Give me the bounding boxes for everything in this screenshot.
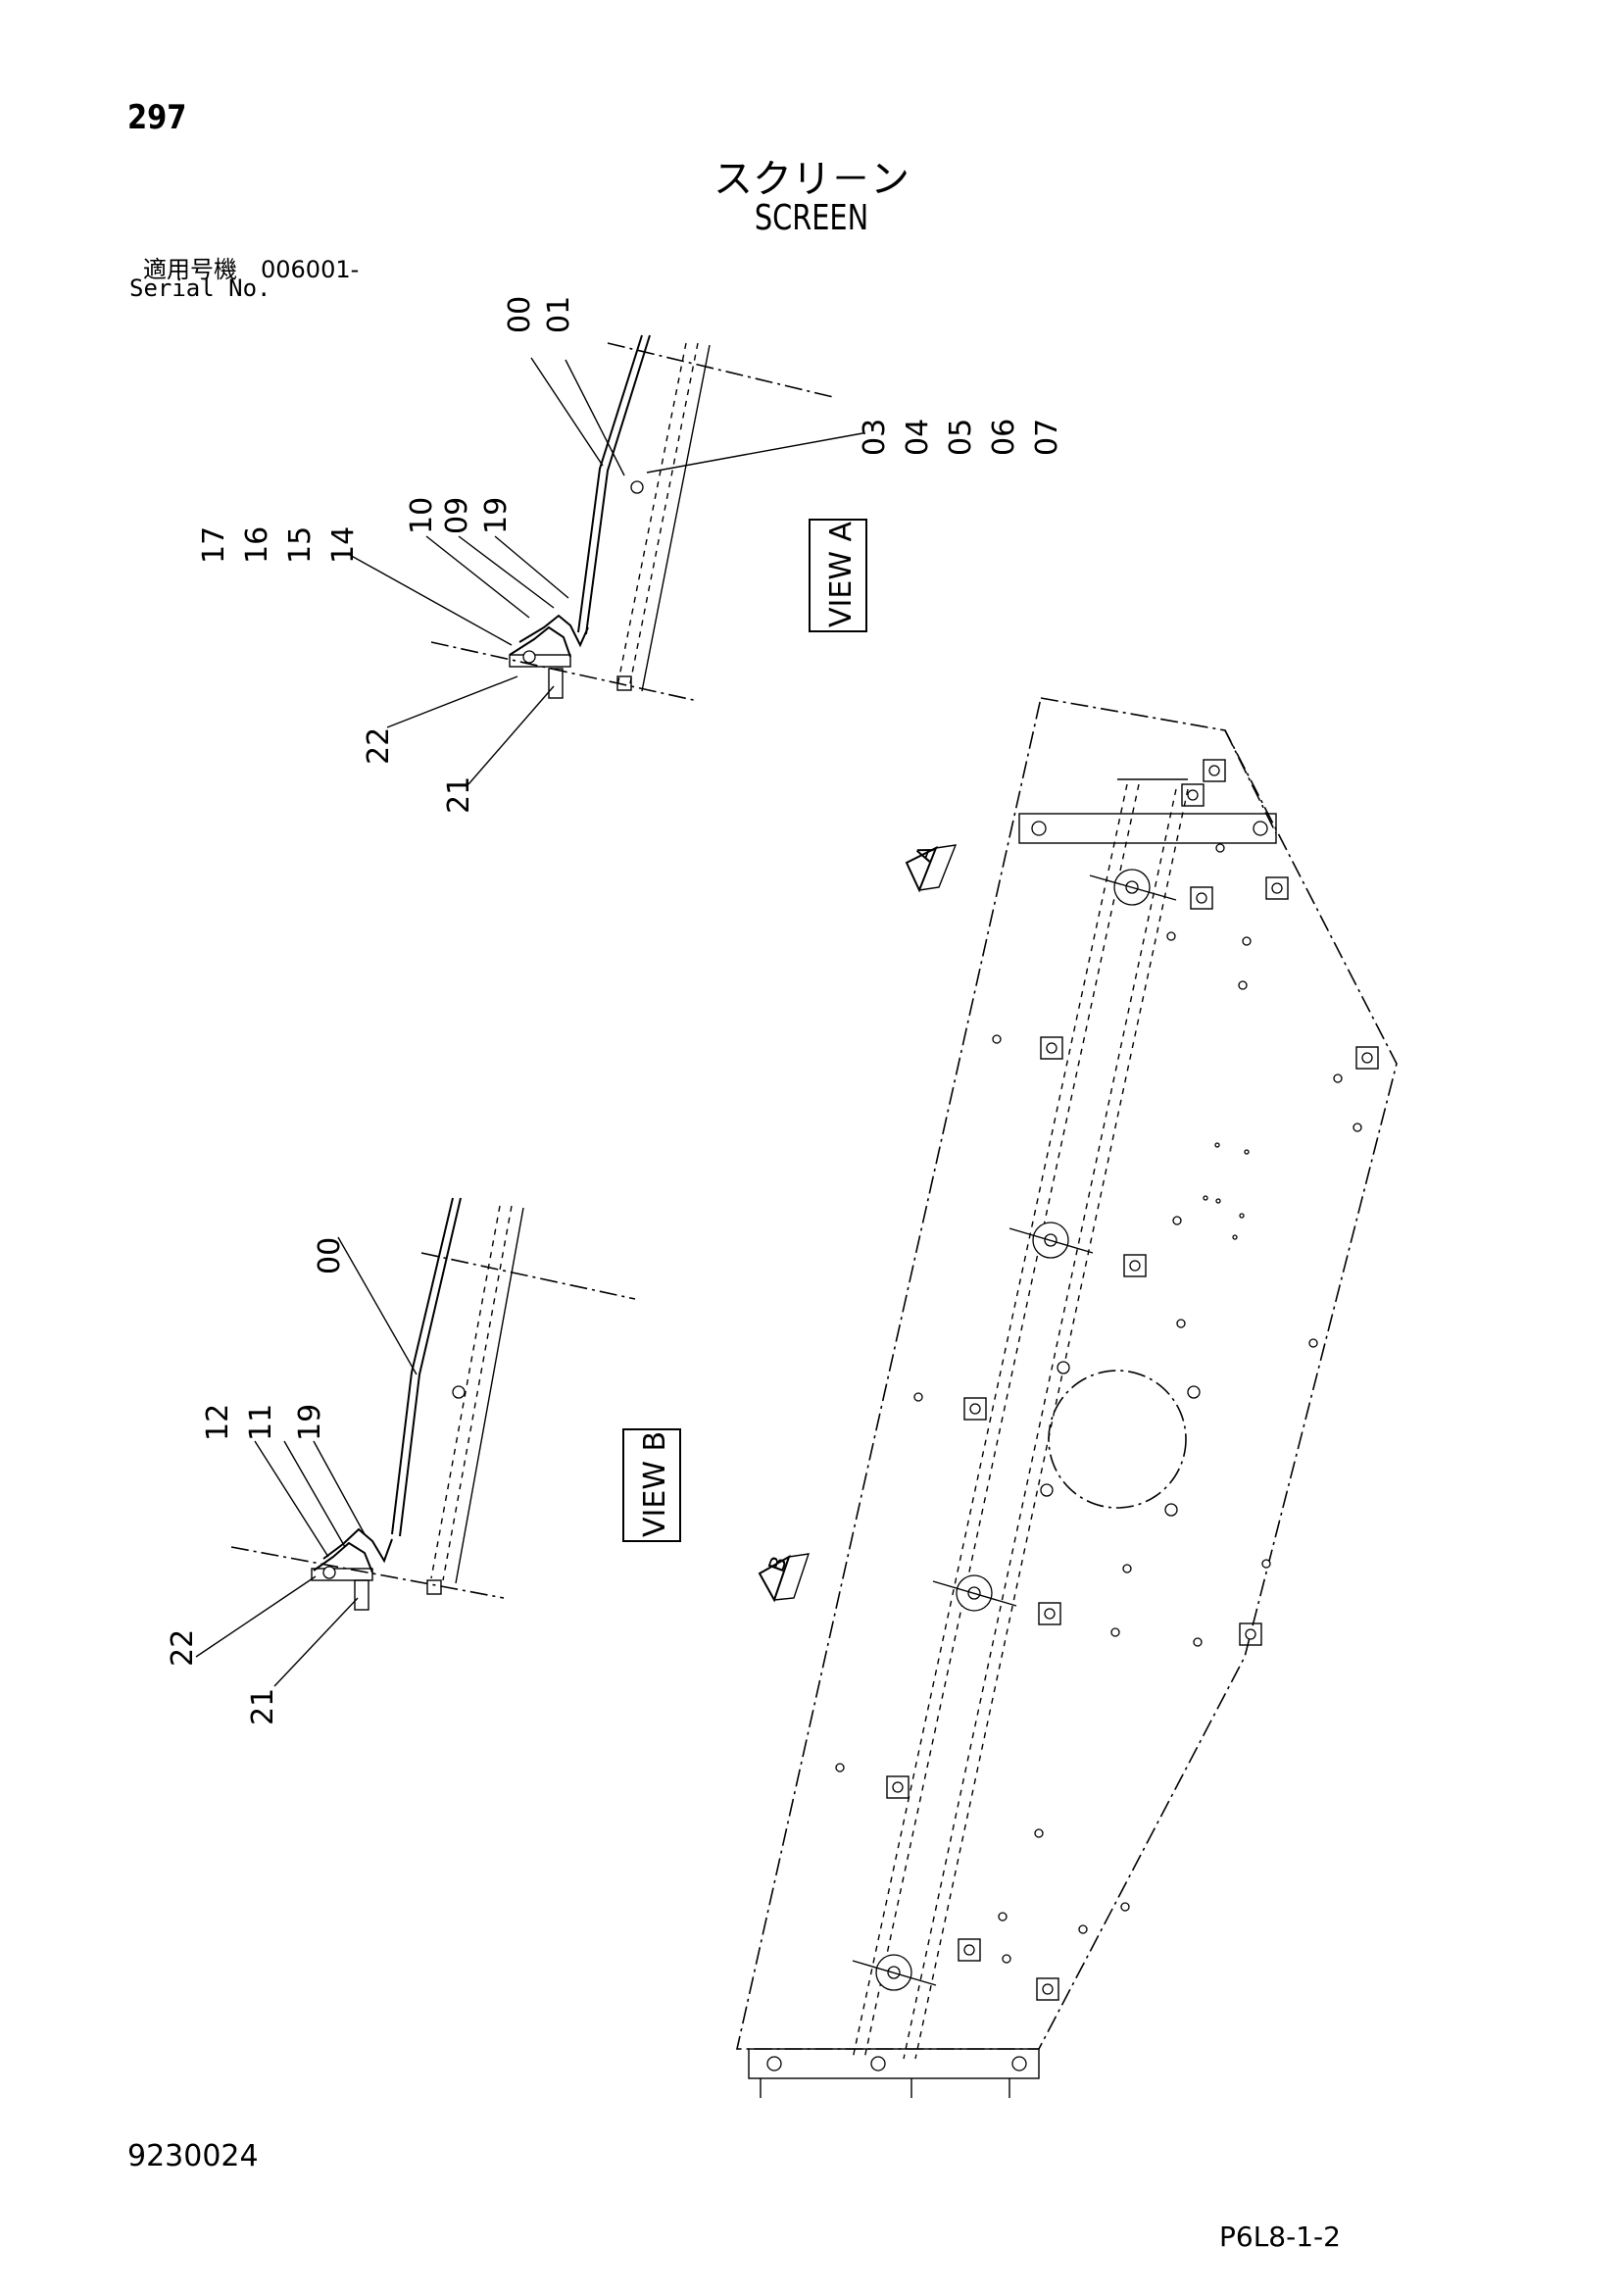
callout-a-05: 05 xyxy=(944,419,978,456)
screen-outline xyxy=(736,697,1398,2050)
callout-a-09: 09 xyxy=(440,497,474,534)
view-b-bracket xyxy=(322,1527,393,1564)
document-number: 9230024 xyxy=(127,2139,259,2173)
view-a-label: VIEW A xyxy=(824,521,859,627)
rail-washers xyxy=(852,869,1177,1991)
callout-a-19: 19 xyxy=(479,497,514,534)
callout-b-19: 19 xyxy=(293,1404,327,1441)
screen-assembly: A B xyxy=(736,697,1398,2098)
callout-b-21: 21 xyxy=(246,1688,280,1725)
small-holes xyxy=(835,843,1362,1964)
view-arrow-a: A xyxy=(905,842,958,893)
bottom-crossbar xyxy=(748,2048,1040,2079)
callout-a-15: 15 xyxy=(283,526,318,564)
callout-a-16: 16 xyxy=(240,526,274,564)
view-arrow-a-label: A xyxy=(911,842,940,865)
view-b-screen-panel xyxy=(391,1197,454,1535)
mounting-clamps xyxy=(886,759,1379,2001)
title-japanese: スクリ－ン xyxy=(713,157,910,202)
view-a-bracket xyxy=(518,614,589,648)
callout-b-22: 22 xyxy=(166,1629,200,1667)
callout-b-12: 12 xyxy=(201,1404,235,1441)
callout-a-04: 04 xyxy=(901,419,935,456)
view-b-detail: 00 12 11 19 22 21 VIEW B xyxy=(166,1197,681,1725)
view-a-label-box xyxy=(809,519,867,632)
page-code: P6L8-1-2 xyxy=(1219,2221,1341,2253)
callout-b-00: 00 xyxy=(313,1237,347,1274)
title-english: SCREEN xyxy=(754,198,869,238)
callout-a-07: 07 xyxy=(1030,419,1064,456)
view-arrow-b: B xyxy=(758,1553,811,1603)
callout-b-11: 11 xyxy=(244,1404,278,1441)
view-b-label-box xyxy=(622,1428,681,1542)
callout-a-06: 06 xyxy=(987,419,1021,456)
view-a-detail: 00 01 03 04 05 06 07 10 09 19 17 16 15 1… xyxy=(197,296,1064,814)
view-b-label: VIEW B xyxy=(638,1431,672,1537)
callout-a-00: 00 xyxy=(503,296,537,333)
round-opening xyxy=(1048,1370,1187,1509)
view-a-centerline-bottom xyxy=(430,641,699,702)
callout-a-03: 03 xyxy=(858,419,892,456)
callout-a-01: 01 xyxy=(542,296,576,333)
serial-range-japanese: 適用号機 006001- xyxy=(143,256,360,283)
callout-a-10: 10 xyxy=(405,497,439,534)
callout-a-17: 17 xyxy=(197,526,231,564)
top-crossbar xyxy=(1018,813,1277,844)
callout-a-14: 14 xyxy=(326,526,361,564)
serial-label-english: Serial No. xyxy=(129,275,271,302)
callout-a-22: 22 xyxy=(362,727,396,765)
callout-a-21: 21 xyxy=(442,776,476,814)
view-a-screen-panel xyxy=(577,334,643,633)
view-a-centerline-top xyxy=(607,342,834,398)
page-number: 297 xyxy=(127,98,187,137)
